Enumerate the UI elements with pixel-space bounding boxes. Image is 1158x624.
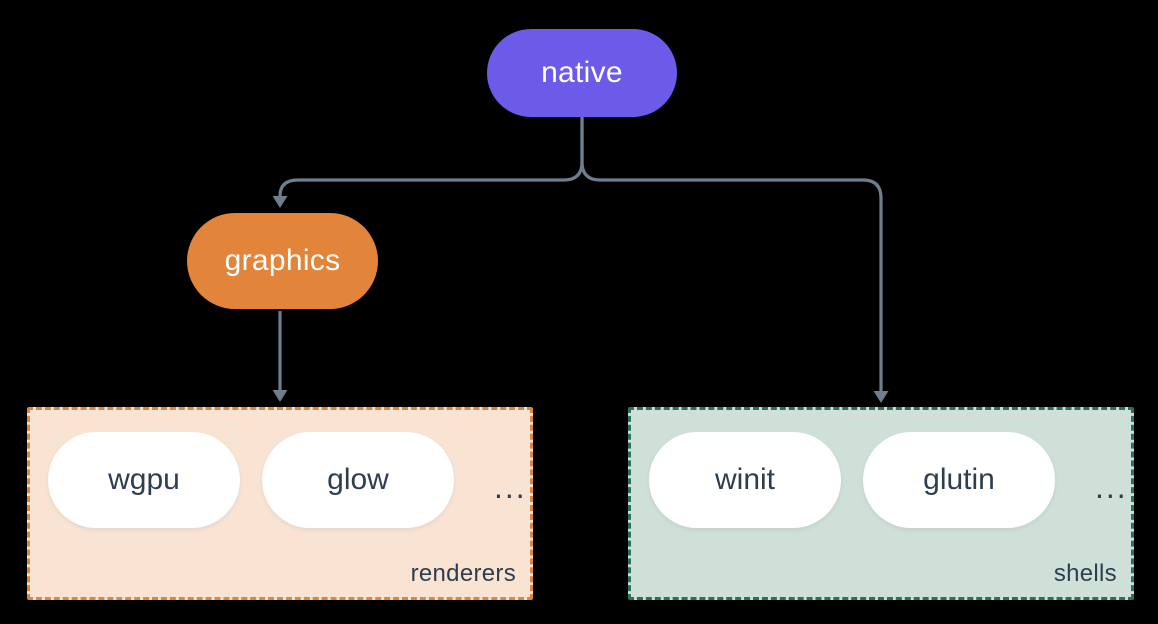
pill-wgpu: wgpu — [48, 432, 240, 528]
shells-ellipsis: ... — [1095, 468, 1128, 505]
group-shells: winit glutin ... shells — [628, 407, 1134, 600]
node-graphics: graphics — [187, 213, 378, 309]
pill-glow: glow — [262, 432, 454, 528]
node-graphics-label: graphics — [224, 244, 341, 277]
group-renderers: wgpu glow ... renderers — [27, 407, 533, 600]
pill-glutin: glutin — [863, 432, 1055, 528]
pill-glutin-label: glutin — [923, 463, 995, 496]
edge-native-shells — [580, 117, 883, 391]
edge-native-graphics — [278, 117, 584, 197]
pill-wgpu-label: wgpu — [108, 463, 180, 496]
node-native: native — [487, 29, 677, 117]
node-native-label: native — [541, 56, 623, 89]
group-shells-label: shells — [1053, 560, 1117, 587]
pill-glow-label: glow — [327, 463, 389, 496]
group-renderers-row: wgpu glow ... — [30, 410, 530, 528]
arrowhead-graphics-renderers — [272, 390, 288, 402]
arrowhead-native-graphics — [272, 196, 288, 208]
group-shells-row: winit glutin ... — [631, 410, 1131, 528]
pill-winit-label: winit — [714, 463, 775, 496]
arrowhead-native-shells — [873, 391, 889, 403]
pill-winit: winit — [649, 432, 841, 528]
renderers-ellipsis: ... — [494, 468, 527, 505]
group-renderers-label: renderers — [410, 560, 516, 587]
